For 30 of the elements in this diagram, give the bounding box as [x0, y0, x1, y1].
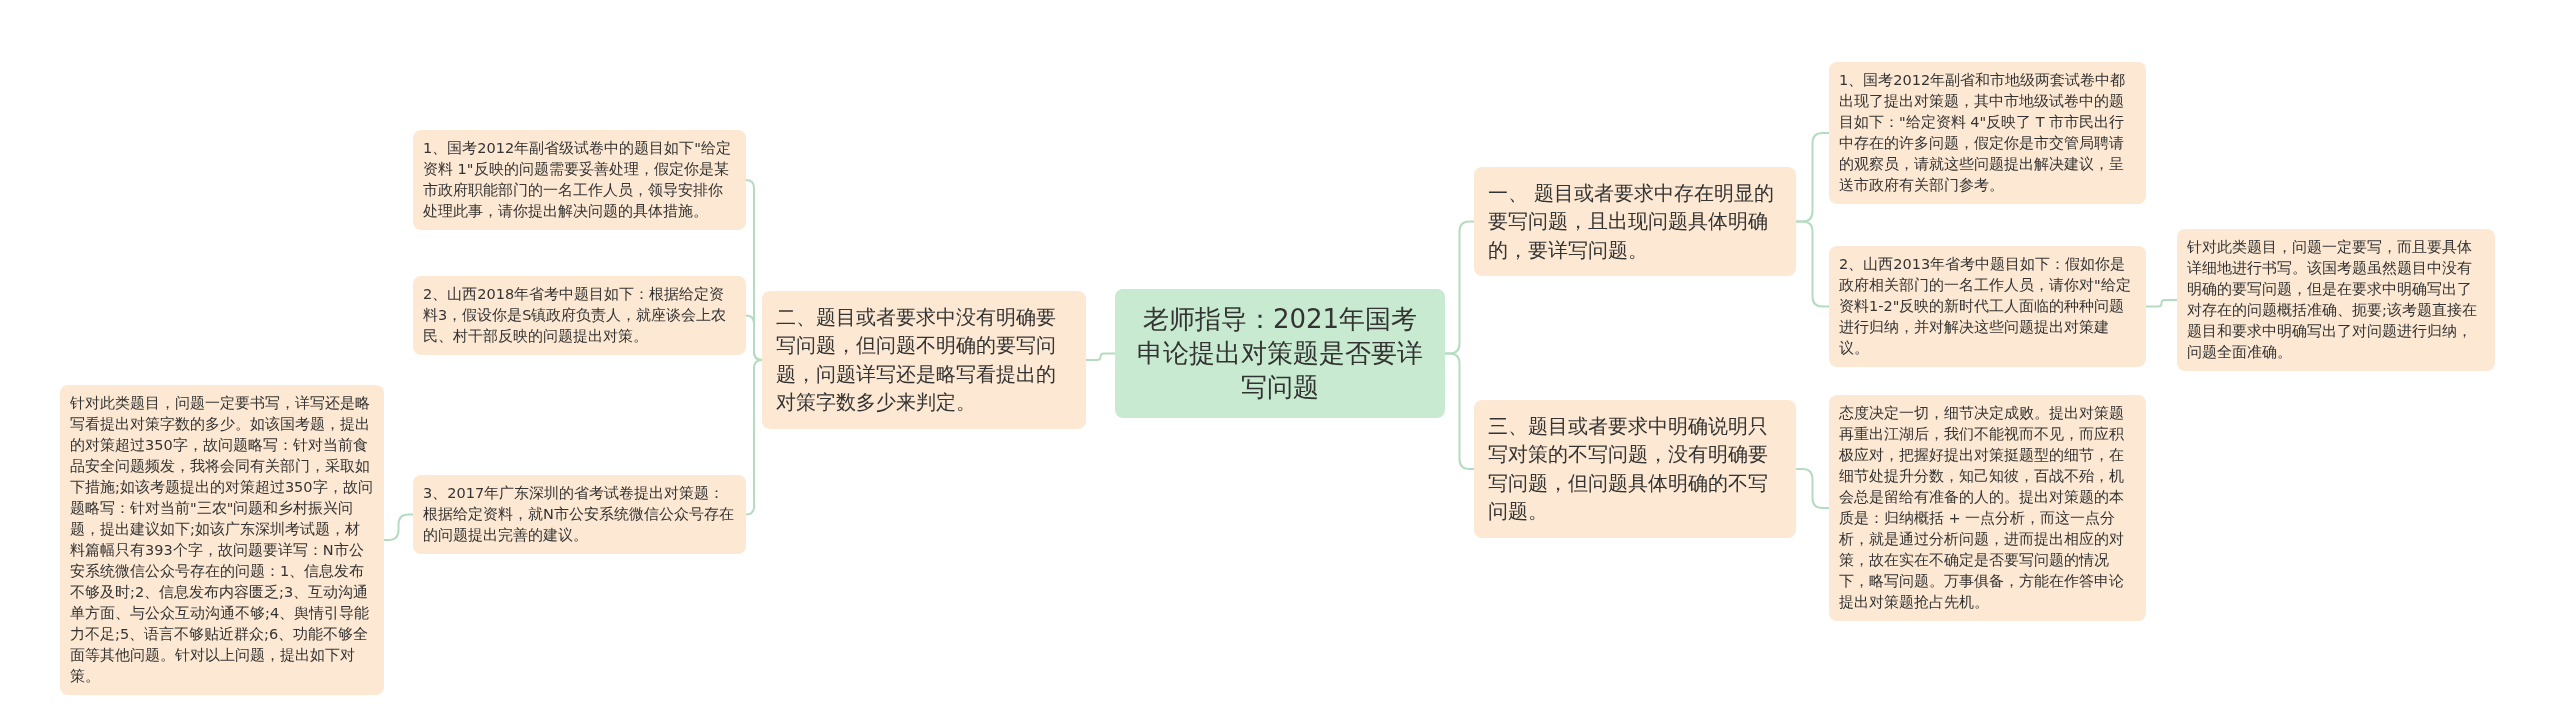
connector-line: [1444, 352, 1475, 470]
topic-box: [1474, 167, 1796, 277]
topic-box: [1474, 400, 1796, 538]
note-box: [413, 475, 746, 555]
connector-line: [1795, 468, 1830, 509]
topic-box: [762, 291, 1086, 429]
connector-line: [1085, 352, 1116, 361]
central-topic-box: [1115, 289, 1445, 419]
note-box: [413, 276, 746, 356]
node-text: 三、题目或者要求中明确说明只写对策的不写问题，没有明确要写问题，但问题具体明确的不写问题。: [1488, 413, 1769, 526]
note-box: [413, 130, 746, 231]
note-box: [1829, 62, 2146, 205]
node-text: 针对此类题目，问题一定要写，而且要具体详细地进行书写。该国考题虽然题目中没有明确的要写问题，但是在要求中明确写出了对存在的问题概括准确、扼要;该考题直接在题目和要求中明确写出了对问题进行归纳，问题全面准确。: [2187, 238, 2478, 363]
node-text: 老师指导：2021年国考申论提出对策题是否要详写问题: [1136, 303, 1424, 404]
node-text: 1、国考2012年副省级试卷中的题目如下"给定资料 1"反映的问题需要妥善处理，假定你是某市政府职能部门的一名工作人员，领导安排你处理此事，请你提出解决问题的具体措施。: [423, 139, 732, 222]
node-text: 2、山西2018年省考中题目如下：根据给定资料3，假设你是S镇政府负责人，就座谈会上农民、村干部反映的问题提出对策。: [423, 285, 728, 347]
connector-line: [383, 513, 414, 541]
note-box: [2177, 229, 2495, 372]
node-text: 一、 题目或者要求中存在明显的要写问题，且出现问题具体明确的，要详写问题。: [1488, 180, 1776, 264]
node-text: 态度决定一切，细节决定成败。提出对策题再重出江湖后，我们不能视而不见，而应积极应对，把握好提出对策挺题型的细节，在细节处提升分数，知己知彼，百战不殆，机会总是留给有准备的人的。提出对策题的本质是：归纳概括 + 一点分析，而这一点分析，就是通过分析问题，进而提出相应的对策，故在实在不确定是否要写问题的情况下，略写问题。万事俱备，方能在作答申论提出对策题抢占先机。: [1839, 404, 2125, 613]
node-text: 3、2017年广东深圳的省考试卷提出对策题：根据给定资料，就N市公安系统微信公众号存在的问题提出完善的建议。: [423, 484, 735, 546]
connector-line: [1795, 220, 1830, 308]
node-text: 1、国考2012年副省和市地级两套试卷中都出现了提出对策题，其中市地级试卷中的题目如下："给定资料 4"反映了 T 市市民出行中存在的许多问题，假定你是市交管局聘请的观察员，请就这些问题提出解决建议，呈送市政府有关部门参考。: [1839, 71, 2127, 196]
node-text: 针对此类题目，问题一定要书写，详写还是略写看提出对策字数的多少。如该国考题，提出的对策超过350字，故问题略写：针对当前食品安全问题频发，我将会同有关部门，采取如下措施;如该考题提出的对策超过350字，故问题略写：针对当前"三农"问题和乡村振兴问题，提出建议如下;如该广东深圳考试题，材料篇幅只有393个字，故问题要详写：N市公安系统微信公众号存在的问题：1、信息发布不够及时;2、信息发布内容匮乏;3、互动沟通单方面、与公众互动沟通不够;4、舆情引导能力不足;5、语言不够贴近群众;6、功能不够全面等其他问题。针对以上问题，提出如下对策。: [70, 394, 374, 687]
connector-line: [2145, 299, 2178, 308]
note-box: [1829, 395, 2146, 622]
connector-line: [745, 359, 763, 516]
note-box: [1829, 246, 2146, 368]
node-text: 2、山西2013年省考中题目如下：假如你是政府相关部门的一名工作人员，请你对"给定资料1-2"反映的新时代工人面临的种种问题进行归纳，并对解决这些问题提出对策建议。: [1839, 255, 2132, 359]
node-text: 二、题目或者要求中没有明确要写问题，但问题不明确的要写问题，问题详写还是略写看提出的对策字数多少来判定。: [776, 304, 1057, 417]
